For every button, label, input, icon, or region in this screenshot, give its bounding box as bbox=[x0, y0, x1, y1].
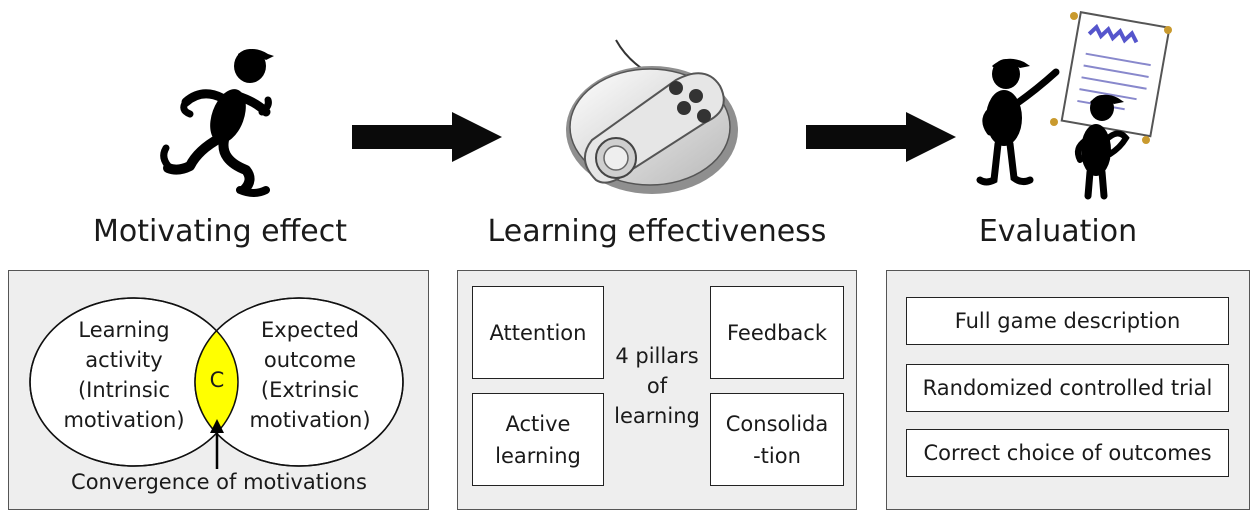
heading-evaluation: Evaluation bbox=[978, 214, 1138, 249]
convergence-caption: Convergence of motivations bbox=[71, 470, 367, 494]
right-arrow-icon bbox=[806, 112, 956, 162]
pillar-consolidation: Consolida -tion bbox=[710, 393, 844, 486]
evaluation-panel: Full game description Randomized control… bbox=[886, 270, 1250, 510]
evaluation-item: Randomized controlled trial bbox=[906, 364, 1229, 412]
heading-motivating-effect: Motivating effect bbox=[92, 214, 347, 249]
evaluation-item: Correct choice of outcomes bbox=[906, 429, 1229, 477]
presenting-figures-icon bbox=[976, 11, 1172, 200]
intrinsic-label: Learning activity (Intrinsic motivation) bbox=[63, 318, 185, 432]
right-arrow-icon bbox=[352, 112, 502, 162]
pillar-active-learning: Active learning bbox=[472, 393, 604, 486]
heading-learning-effectiveness: Learning effectiveness bbox=[487, 214, 827, 249]
learning-panel: Attention Feedback Active learning Conso… bbox=[457, 270, 857, 510]
overlap-label: C bbox=[209, 368, 225, 392]
motivation-panel: Learning activity (Intrinsic motivation)… bbox=[8, 270, 429, 510]
running-figure-icon bbox=[160, 49, 274, 197]
game-controller-icon bbox=[566, 39, 738, 194]
evaluation-item: Full game description bbox=[906, 297, 1229, 345]
pillars-center-label: 4 pillars of learning bbox=[614, 344, 700, 428]
venn-diagram bbox=[29, 297, 404, 469]
extrinsic-label: Expected outcome (Extrinsic motivation) bbox=[249, 318, 371, 432]
pillar-attention: Attention bbox=[472, 286, 604, 379]
pillar-feedback: Feedback bbox=[710, 286, 844, 379]
